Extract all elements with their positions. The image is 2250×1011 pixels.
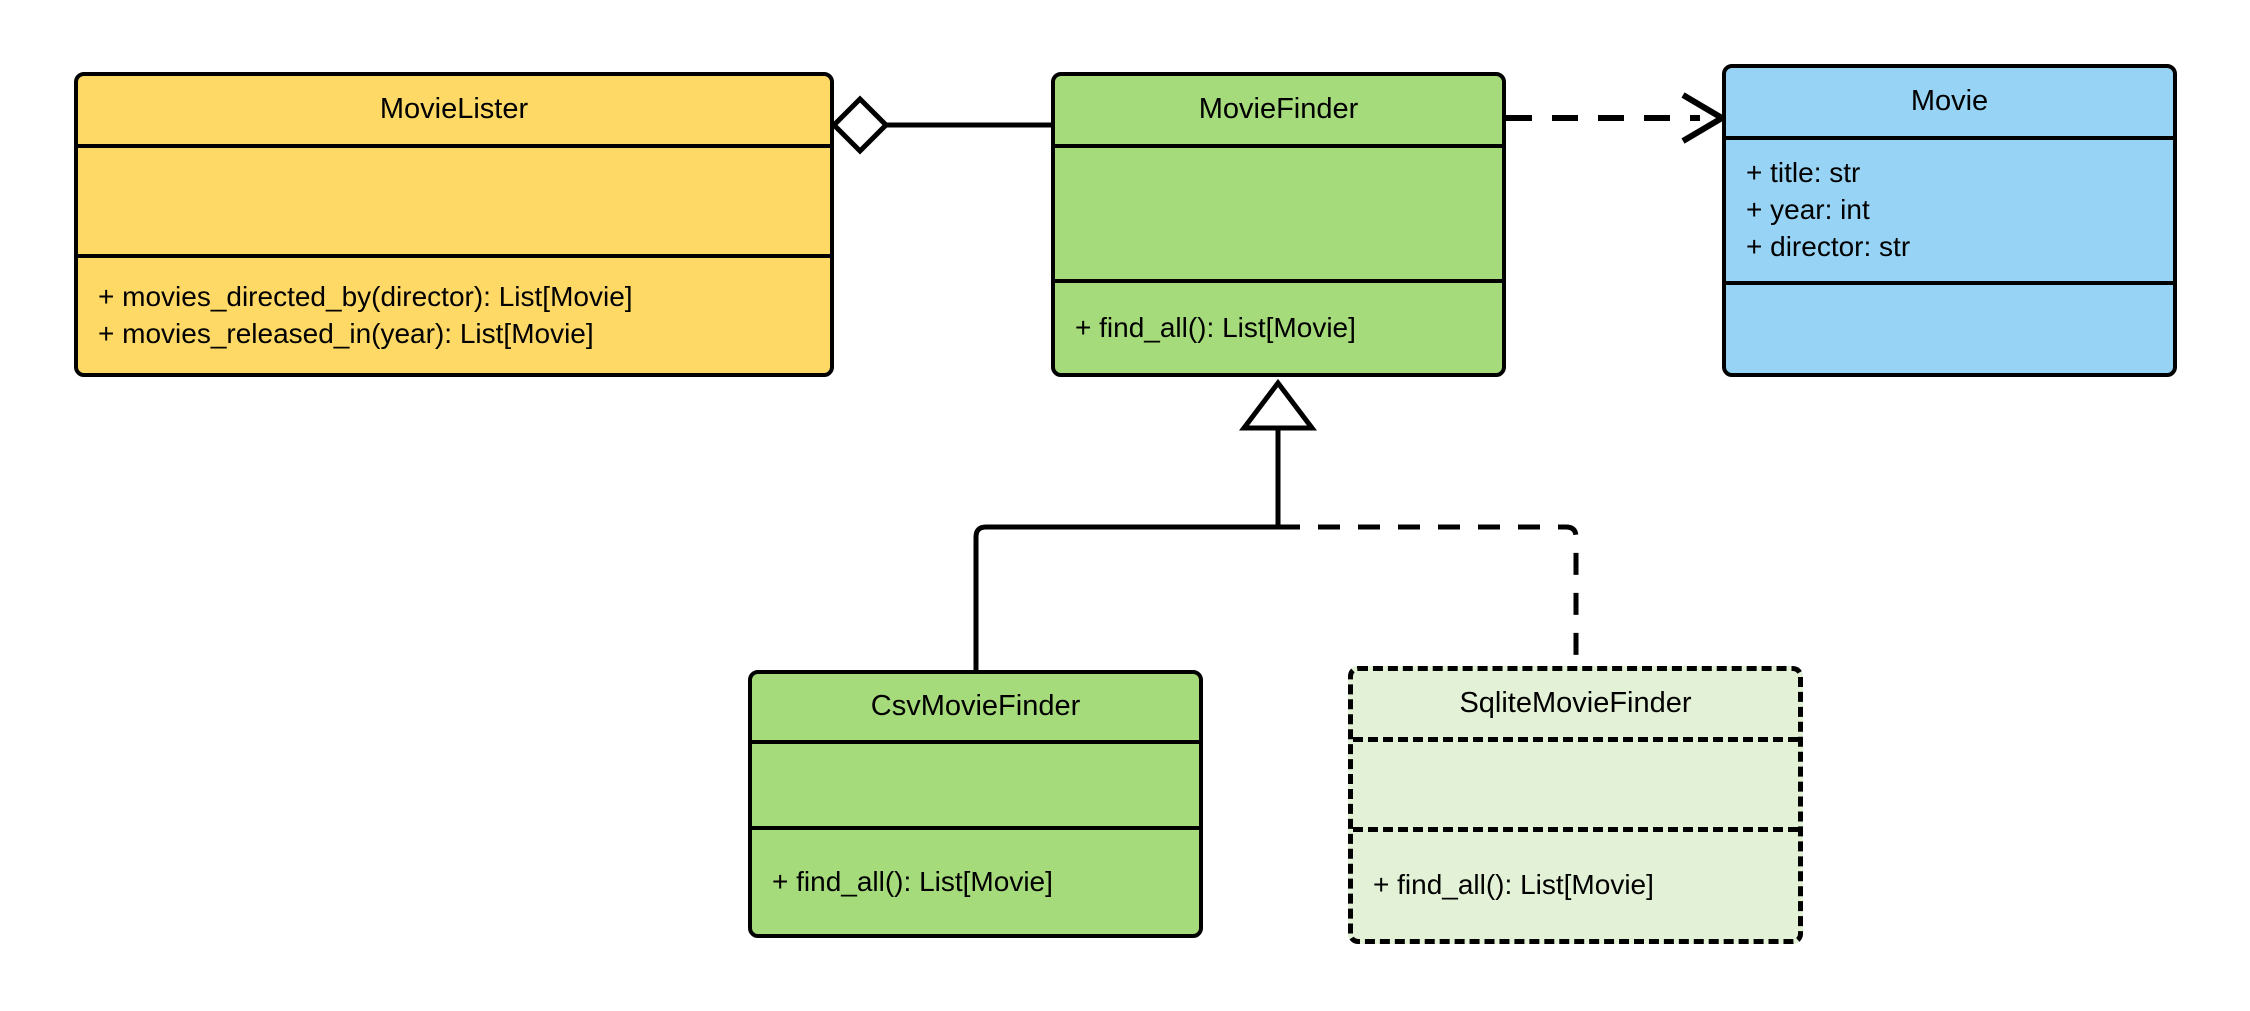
generalization-stem-moviefinder — [1238, 378, 1318, 527]
hollow-triangle-marker — [1238, 378, 1318, 431]
uml-class-moviefinder[interactable]: MovieFinder + find_all(): List[Movie] — [1051, 72, 1506, 377]
class-attributes-compartment — [1055, 144, 1502, 279]
attribute-item: + director: str — [1746, 230, 1911, 262]
uml-class-sqlitemoviefinder[interactable]: SqliteMovieFinder + find_all(): List[Mov… — [1348, 666, 1803, 944]
class-operations-compartment — [1726, 281, 2173, 373]
class-operations-compartment: + find_all(): List[Movie] — [1353, 827, 1798, 939]
generalization-csvmoviefinder-moviefinder — [973, 524, 1278, 670]
uml-class-movielister[interactable]: MovieLister + movies_directed_by(directo… — [74, 72, 834, 377]
operation-item: + movies_released_in(year): List[Movie] — [98, 317, 594, 349]
class-operations-compartment: + movies_directed_by(director): List[Mov… — [78, 254, 830, 373]
generalization-branch-sqlite — [1278, 524, 1579, 666]
class-title-compartment: MovieLister — [78, 76, 830, 144]
class-title-compartment: SqliteMovieFinder — [1353, 671, 1798, 737]
open-arrow-marker — [1681, 92, 1728, 144]
class-operations-compartment: + find_all(): List[Movie] — [752, 826, 1199, 934]
class-operations-compartment: + find_all(): List[Movie] — [1055, 279, 1502, 373]
class-attributes-compartment — [752, 740, 1199, 826]
operation-item: + find_all(): List[Movie] — [772, 865, 1053, 897]
class-title-compartment: Movie — [1726, 68, 2173, 136]
uml-class-csvmoviefinder[interactable]: CsvMovieFinder + find_all(): List[Movie] — [748, 670, 1203, 938]
generalization-branch-csv — [973, 524, 1278, 670]
class-name-label: Movie — [1910, 85, 1989, 118]
class-name-label: CsvMovieFinder — [870, 690, 1081, 723]
uml-class-movie[interactable]: Movie + title: str + year: int + directo… — [1722, 64, 2177, 377]
class-name-label: MovieLister — [379, 93, 529, 126]
class-attributes-compartment — [78, 144, 830, 254]
hollow-diamond-marker — [830, 95, 890, 155]
generalization-sqlitemoviefinder-moviefinder — [1278, 524, 1579, 666]
class-attributes-compartment — [1353, 737, 1798, 827]
operation-item: + find_all(): List[Movie] — [1373, 869, 1654, 901]
class-name-label: SqliteMovieFinder — [1459, 687, 1692, 720]
class-attributes-compartment: + title: str + year: int + director: str — [1726, 136, 2173, 281]
operation-item: + movies_directed_by(director): List[Mov… — [98, 280, 633, 312]
attribute-item: + year: int — [1746, 194, 1870, 226]
dependency-moviefinder-movie — [1506, 92, 1728, 144]
class-title-compartment: CsvMovieFinder — [752, 674, 1199, 740]
operation-item: + find_all(): List[Movie] — [1075, 311, 1356, 343]
attribute-item: + title: str — [1746, 157, 1861, 189]
class-name-label: MovieFinder — [1198, 93, 1359, 126]
aggregation-movielister-moviefinder — [830, 95, 1051, 155]
class-title-compartment: MovieFinder — [1055, 76, 1502, 144]
